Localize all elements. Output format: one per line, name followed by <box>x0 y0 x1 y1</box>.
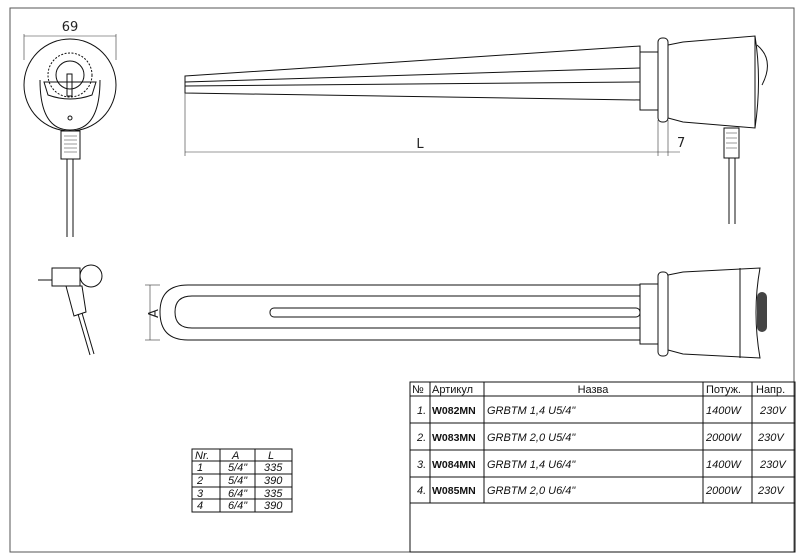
product-table-row: 1. W082MN GRBTM 1,4 U5/4" 1400W 230V <box>417 405 787 417</box>
svg-text:3.: 3. <box>417 459 426 471</box>
size-table-row: 1 5/4" 335 <box>197 462 283 474</box>
drawing-frame <box>9 7 795 553</box>
svg-text:GRBTM 2,0 U5/4": GRBTM 2,0 U5/4" <box>487 432 576 444</box>
svg-text:2.: 2. <box>416 432 426 444</box>
svg-text:6/4": 6/4" <box>228 488 248 500</box>
svg-text:4.: 4. <box>417 485 426 497</box>
svg-text:L: L <box>268 450 274 462</box>
size-table-header: Nr. A L <box>195 450 274 462</box>
svg-text:230V: 230V <box>757 485 785 497</box>
size-table-row: 2 5/4" 390 <box>196 475 283 487</box>
size-table: Nr. A L 1 5/4" 335 2 5/4" 390 3 6/4" 335 4 6/4"… <box>191 448 293 513</box>
svg-text:230V: 230V <box>757 432 785 444</box>
product-table-row: 4. W085MN GRBTM 2,0 U6/4" 2000W 230V <box>417 485 785 497</box>
heater-bottom-view: A <box>145 267 767 359</box>
svg-text:230V: 230V <box>759 405 787 417</box>
svg-text:Назва: Назва <box>578 384 610 396</box>
svg-text:Артикул: Артикул <box>432 384 473 396</box>
dimension-width: 69 <box>62 20 79 35</box>
product-table: № Артикул Назва Потуж. Напр. 1. W082MN G… <box>409 381 796 553</box>
product-table-row: 2. W083MN GRBTM 2,0 U5/4" 2000W 230V <box>416 432 785 444</box>
svg-text:W082MN: W082MN <box>432 405 476 417</box>
svg-text:Потуж.: Потуж. <box>706 384 741 396</box>
svg-text:5/4": 5/4" <box>228 462 248 474</box>
svg-text:1400W: 1400W <box>706 459 742 471</box>
svg-text:2000W: 2000W <box>705 432 742 444</box>
svg-text:230V: 230V <box>759 459 787 471</box>
svg-text:335: 335 <box>264 462 283 474</box>
svg-text:Nr.: Nr. <box>195 450 209 462</box>
svg-text:№: № <box>412 384 424 396</box>
svg-text:390: 390 <box>264 500 283 512</box>
size-table-row: 3 6/4" 335 <box>197 488 283 500</box>
dimension-diameter: A <box>147 309 162 318</box>
svg-text:3: 3 <box>197 488 204 500</box>
heater-top-view: L 7 <box>184 35 768 224</box>
dimension-length: L <box>416 137 424 152</box>
svg-text:5/4": 5/4" <box>228 475 248 487</box>
svg-text:GRBTM 1,4 U6/4": GRBTM 1,4 U6/4" <box>487 459 576 471</box>
svg-text:GRBTM 1,4 U5/4": GRBTM 1,4 U5/4" <box>487 405 576 417</box>
svg-text:335: 335 <box>264 488 283 500</box>
size-table-row: 4 6/4" 390 <box>197 500 283 512</box>
product-table-row: 3. W084MN GRBTM 1,4 U6/4" 1400W 230V <box>417 459 787 471</box>
svg-text:390: 390 <box>264 475 283 487</box>
svg-text:A: A <box>231 450 239 462</box>
svg-text:1: 1 <box>197 462 203 474</box>
svg-text:6/4": 6/4" <box>228 500 248 512</box>
svg-text:W084MN: W084MN <box>432 459 476 471</box>
dimension-offset: 7 <box>677 136 685 151</box>
side-view <box>38 264 103 356</box>
front-view: 69 <box>23 20 117 237</box>
svg-text:2: 2 <box>196 475 203 487</box>
svg-text:Напр.: Напр. <box>756 384 785 396</box>
svg-text:W085MN: W085MN <box>432 485 476 497</box>
svg-text:W083MN: W083MN <box>432 432 476 444</box>
svg-text:1400W: 1400W <box>706 405 742 417</box>
svg-text:4: 4 <box>197 500 203 512</box>
svg-text:2000W: 2000W <box>705 485 742 497</box>
svg-text:1.: 1. <box>417 405 426 417</box>
product-table-header: № Артикул Назва Потуж. Напр. <box>412 384 785 396</box>
svg-text:GRBTM 2,0 U6/4": GRBTM 2,0 U6/4" <box>487 485 576 497</box>
